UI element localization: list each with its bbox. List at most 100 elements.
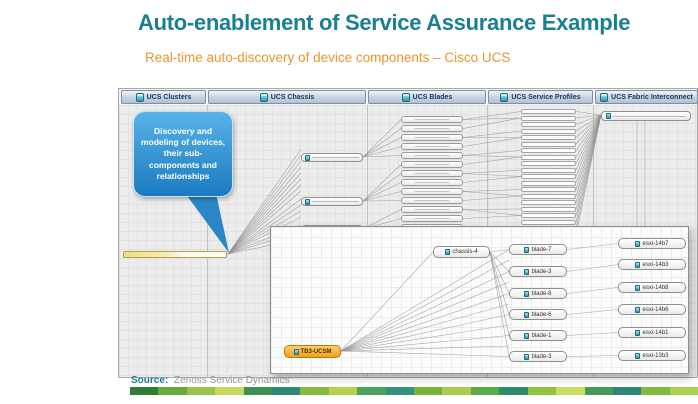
ucs-blades-stack	[401, 116, 463, 242]
blade-node[interactable]: blade-7	[509, 244, 567, 255]
host-node[interactable]: esxi-14b1	[618, 327, 686, 338]
node-label-placeholder	[613, 115, 686, 117]
blade-node[interactable]	[401, 206, 463, 213]
blade-node[interactable]: blade-3	[509, 351, 567, 362]
edge-line	[575, 114, 602, 132]
service-profile-node[interactable]	[521, 167, 576, 173]
service-profile-node[interactable]	[521, 141, 576, 147]
ucsm-node[interactable]: TB3-UCSM	[284, 345, 341, 358]
chassis-node[interactable]	[301, 153, 363, 162]
device-icon	[524, 268, 530, 275]
fabric-interconnect-node[interactable]	[601, 111, 691, 121]
inset-panel: chassis-4 TB3-UCSM blade-7 blade-3 blade…	[270, 226, 689, 374]
blade-node[interactable]	[401, 161, 463, 168]
strip-segment	[669, 387, 698, 395]
host-node[interactable]: esxi-14b3	[618, 259, 686, 270]
edge-line	[462, 150, 522, 156]
column-header-ucs-fabric-interconnect[interactable]: UCS Fabric Interconnect	[595, 90, 698, 104]
edge-line	[362, 209, 402, 230]
edge-line	[462, 215, 522, 219]
host-node[interactable]: esxi-14b6	[618, 304, 686, 315]
strip-segment	[130, 387, 159, 395]
service-profile-node[interactable]	[521, 135, 576, 140]
callout-bubble: Discovery and modeling of devices, their…	[133, 111, 233, 197]
blade-node[interactable]	[401, 125, 463, 132]
host-node[interactable]: esxi-14b7	[618, 238, 686, 249]
edge-line	[227, 166, 302, 255]
blade-node[interactable]	[401, 170, 463, 177]
callout-tail	[185, 189, 229, 253]
edge-line	[462, 111, 522, 120]
blade-node[interactable]: blade-6	[509, 309, 567, 320]
service-profile-node[interactable]	[521, 193, 576, 199]
service-profile-node[interactable]	[521, 213, 576, 218]
service-profile-node[interactable]	[521, 115, 576, 121]
service-profile-node[interactable]	[521, 128, 576, 134]
node-label: esxi-14b6	[642, 306, 669, 313]
blade-node[interactable]	[401, 215, 463, 222]
strip-segment	[158, 387, 187, 395]
edge-line	[340, 345, 510, 352]
source-text: Zenoss Service Dynamics	[174, 375, 290, 386]
column-header-label: UCS Clusters	[146, 93, 192, 101]
service-profile-node[interactable]	[521, 109, 576, 114]
service-profile-node[interactable]	[521, 122, 576, 127]
server-icon	[401, 92, 410, 102]
node-label: blade-7	[531, 246, 552, 253]
blade-node[interactable]	[401, 134, 463, 141]
node-label-placeholder	[312, 157, 359, 158]
column-header-ucs-clusters[interactable]: UCS Clusters	[121, 90, 206, 104]
edge-line	[575, 111, 602, 116]
node-label: esxi-14b7	[642, 240, 669, 247]
edge-line	[340, 281, 510, 352]
edge-line	[227, 204, 302, 255]
column-header-ucs-blades[interactable]: UCS Blades	[368, 90, 486, 104]
edge-line	[489, 251, 510, 272]
edge-line	[340, 271, 510, 352]
column-header-ucs-chassis[interactable]: UCS Chassis	[208, 90, 366, 104]
edge-line	[566, 264, 619, 272]
device-icon	[305, 198, 310, 205]
service-profile-node[interactable]	[521, 174, 576, 179]
server-icon	[600, 92, 609, 102]
callout-text: Discovery and modeling of devices, their…	[140, 126, 226, 181]
edge-line	[462, 176, 522, 183]
host-node[interactable]: esxi-14b8	[618, 282, 686, 293]
service-profile-node[interactable]	[521, 219, 576, 225]
service-profile-node[interactable]	[521, 200, 576, 205]
strip-segment	[612, 387, 642, 395]
service-profile-node[interactable]	[521, 161, 576, 166]
blade-node[interactable]: blade-1	[509, 330, 567, 341]
node-label: chassis-4	[452, 249, 478, 255]
cluster-node[interactable]	[123, 251, 227, 258]
strip-segment	[385, 387, 415, 395]
strip-segment	[556, 387, 585, 395]
blade-node[interactable]	[401, 143, 463, 150]
service-profile-node[interactable]	[521, 180, 576, 186]
blade-node[interactable]	[401, 116, 463, 123]
node-label: blade-3	[531, 353, 552, 360]
service-profile-node[interactable]	[521, 148, 576, 153]
device-icon	[524, 290, 530, 297]
source-label: Source:	[131, 375, 169, 386]
service-profile-node[interactable]	[521, 154, 576, 160]
service-profile-node[interactable]	[521, 187, 576, 192]
chassis-node[interactable]: chassis-4	[433, 246, 490, 258]
blade-node[interactable]	[401, 188, 463, 195]
service-profile-node[interactable]	[521, 206, 576, 212]
inset-connection-lines	[340, 243, 619, 357]
strip-segment	[499, 387, 528, 395]
blade-node[interactable]	[401, 179, 463, 186]
edge-line	[462, 189, 522, 192]
blade-node[interactable]: blade-3	[509, 266, 567, 277]
host-node[interactable]: esxi-13b3	[618, 350, 686, 361]
chassis-node[interactable]	[301, 197, 363, 206]
edge-line	[340, 259, 510, 352]
strip-segment	[414, 387, 443, 395]
blade-node[interactable]	[401, 197, 463, 204]
strip-segment	[186, 387, 216, 395]
blade-node[interactable]: blade-8	[509, 288, 567, 299]
column-header-ucs-service-profiles[interactable]: UCS Service Profiles	[488, 90, 593, 104]
page-subtitle: Real-time auto-discovery of device compo…	[145, 50, 511, 65]
blade-node[interactable]	[401, 152, 463, 159]
